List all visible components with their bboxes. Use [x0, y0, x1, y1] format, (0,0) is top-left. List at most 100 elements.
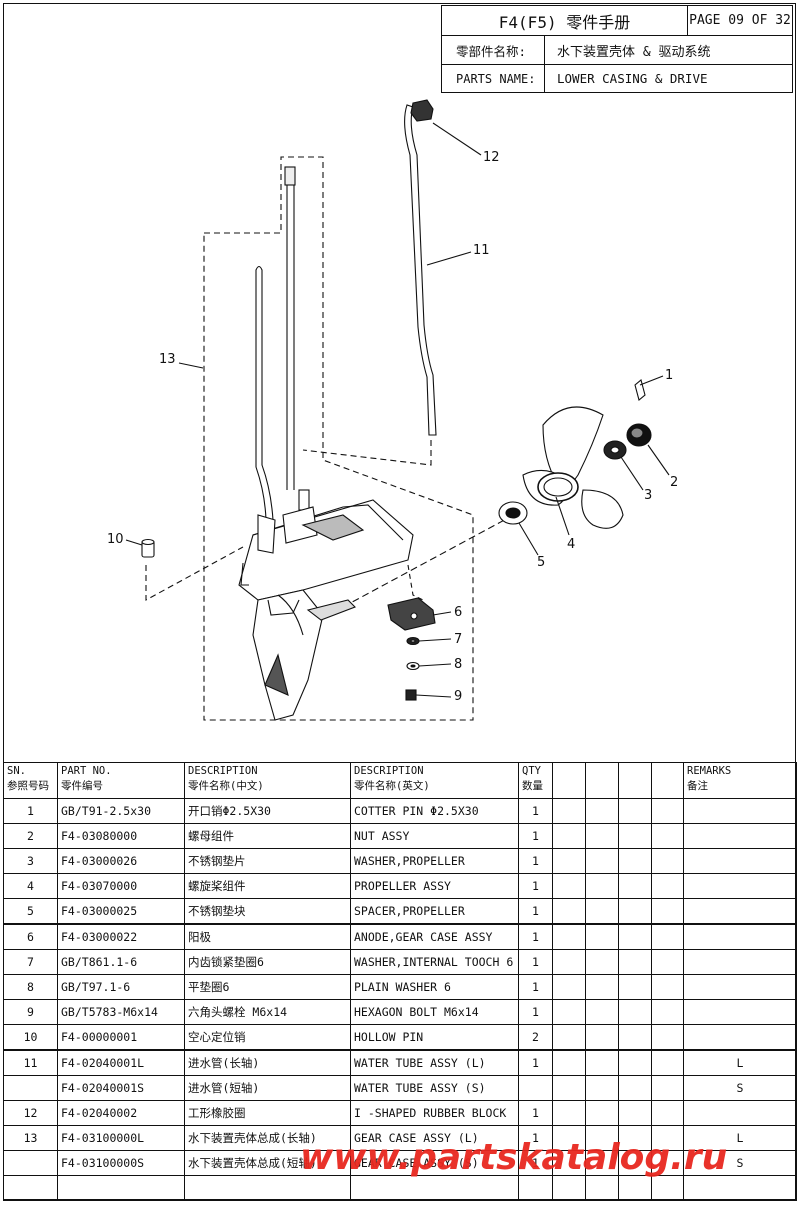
cell-blank: [618, 1024, 652, 1051]
cell-sn: 5: [3, 898, 58, 925]
cell-remarks: S: [683, 1150, 797, 1176]
cell-blank: [618, 949, 652, 975]
cell-blank: [585, 999, 619, 1025]
cell-blank: [651, 923, 684, 950]
cell-description-cn: 不锈钢垫片: [184, 848, 351, 874]
cell-description-cn: 进水管(短轴): [184, 1075, 351, 1101]
shift-rod: [255, 265, 274, 521]
cell-blank: [552, 823, 586, 849]
cell-part-no: F4-03100000L: [57, 1125, 185, 1151]
cell-blank: [651, 974, 684, 1000]
nut-2: [626, 423, 652, 447]
manual-title: F4(F5) 零件手册: [442, 6, 688, 35]
cell-part-no: F4-03100000S: [57, 1150, 185, 1176]
water-tube: [404, 104, 437, 436]
cell-sn: 3: [3, 848, 58, 874]
header-blank-2: [585, 762, 619, 799]
cell-blank: [552, 923, 586, 950]
cell-blank: [585, 974, 619, 1000]
cell-description-cn: 平垫圈6: [184, 974, 351, 1000]
cell-description-en: PROPELLER ASSY: [350, 873, 519, 899]
cell-description-cn: 进水管(长轴): [184, 1049, 351, 1076]
cell-description-cn: 六角头螺栓 M6x14: [184, 999, 351, 1025]
callout-4: 4: [567, 537, 576, 552]
parts-name-cn: 水下装置壳体 & 驱动系统: [557, 44, 711, 60]
cell-remarks: S: [683, 1075, 797, 1101]
cell-blank: [651, 1075, 684, 1101]
water-tube-leader: [302, 440, 432, 466]
callout-8: 8: [454, 657, 463, 672]
cell-sn: 11: [3, 1049, 58, 1076]
cell-part-no: F4-03000025: [57, 898, 185, 925]
callout-7: 7: [454, 632, 463, 647]
prop-shaft-leader: [342, 509, 524, 608]
cell-blank: [651, 1049, 684, 1076]
cell-part-no: GB/T5783-M6x14: [57, 999, 185, 1025]
callout-10: 10: [107, 532, 124, 547]
cell-sn: 10: [3, 1024, 58, 1051]
cell-blank: [618, 923, 652, 950]
table-row: [3, 1175, 797, 1201]
cell-sn: 6: [3, 923, 58, 950]
cell-description-cn: 螺旋桨组件: [184, 873, 351, 899]
cell-blank: [552, 1024, 586, 1051]
cell-part-no: F4-03070000: [57, 873, 185, 899]
cell-description-en: HEXAGON BOLT M6x14: [350, 999, 519, 1025]
cell-remarks: [683, 823, 797, 849]
cell-sn: 7: [3, 949, 58, 975]
cell-remarks: [683, 923, 797, 950]
cell-blank: [585, 923, 619, 950]
cell-blank: [585, 823, 619, 849]
cell-description-en: WASHER,INTERNAL TOOCH 6: [350, 949, 519, 975]
cell-part-no: F4-02040001L: [57, 1049, 185, 1076]
header-blank-4: [651, 762, 684, 799]
cell-remarks: L: [683, 1125, 797, 1151]
rubber-block: [410, 99, 434, 122]
cell-blank: [552, 1175, 586, 1201]
cell-blank: [618, 823, 652, 849]
cell-qty: 1: [518, 823, 553, 849]
cell-blank: [585, 898, 619, 925]
cell-blank: [651, 1100, 684, 1126]
cell-part-no: F4-03000026: [57, 848, 185, 874]
cell-qty: 1: [518, 1150, 553, 1176]
cell-remarks: [683, 798, 797, 824]
driveshaft: [284, 166, 296, 490]
callout-5: 5: [537, 555, 546, 570]
cell-sn: 4: [3, 873, 58, 899]
cotter-pin: [634, 379, 646, 401]
cell-blank: [618, 1175, 652, 1201]
cell-blank: [552, 873, 586, 899]
cell-blank: [552, 974, 586, 1000]
gear-case-body: [238, 489, 414, 721]
cell-blank: [552, 1075, 586, 1101]
cell-qty: 1: [518, 923, 553, 950]
cell-description-en: WATER TUBE ASSY (L): [350, 1049, 519, 1076]
callout-6: 6: [454, 605, 463, 620]
header-blank-3: [618, 762, 652, 799]
bolt-9: [405, 689, 417, 701]
cell-blank: [618, 974, 652, 1000]
cell-sn: 8: [3, 974, 58, 1000]
cell-blank: [618, 1049, 652, 1076]
parts-name-cn-row: 零部件名称: 水下装置壳体 & 驱动系统: [442, 36, 792, 65]
cell-blank: [618, 873, 652, 899]
cell-qty: 1: [518, 898, 553, 925]
callout-12: 12: [483, 150, 500, 165]
parts-name-en: LOWER CASING & DRIVE: [557, 71, 708, 86]
cell-remarks: [683, 974, 797, 1000]
cell-description-en: [350, 1175, 519, 1201]
cell-qty: 1: [518, 873, 553, 899]
cell-blank: [552, 949, 586, 975]
page-number: PAGE 09 OF 32: [689, 13, 791, 28]
parts-name-en-label: PARTS NAME:: [442, 65, 545, 92]
